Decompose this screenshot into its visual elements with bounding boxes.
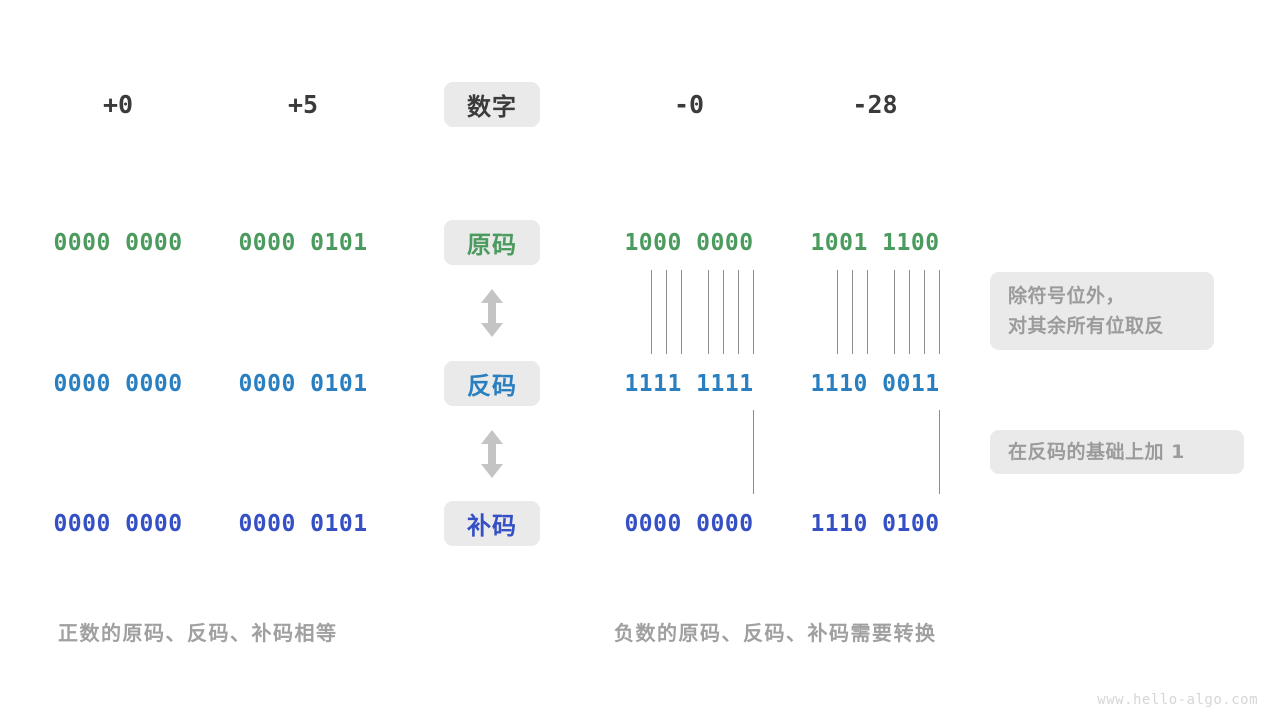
- connector-carry-tick: [753, 410, 754, 494]
- caption-negative: 负数的原码、反码、补码需要转换: [614, 621, 937, 645]
- row-label-number: 数字: [444, 82, 540, 127]
- connector-invert-tick: [753, 270, 754, 354]
- header-minus-zero: -0: [673, 89, 705, 119]
- note-invert-line-1: 除符号位外，: [1008, 285, 1126, 307]
- header-plus-five: +5: [287, 89, 319, 119]
- note-invert-line-2: 对其余所有位取反: [1008, 315, 1165, 337]
- cell-ones-complement-minus-zero: 1111 1111: [624, 371, 754, 397]
- site-watermark: www.hello-algo.com: [1097, 692, 1258, 708]
- arrow-ones-to-twos: [479, 430, 505, 478]
- connector-invert-tick: [681, 270, 682, 354]
- row-label-ones-complement: 反码: [444, 361, 540, 406]
- connector-invert-tick: [852, 270, 853, 354]
- connector-invert-tick: [837, 270, 838, 354]
- cell-sign-magnitude-plus-five: 0000 0101: [238, 230, 368, 256]
- connector-invert-tick: [723, 270, 724, 354]
- cell-ones-complement-plus-five: 0000 0101: [238, 371, 368, 397]
- note-add-one-line-1: 在反码的基础上加 1: [1008, 441, 1185, 463]
- caption-positive: 正数的原码、反码、补码相等: [58, 621, 338, 645]
- connector-invert-tick: [651, 270, 652, 354]
- connector-invert-tick: [894, 270, 895, 354]
- cell-twos-complement-plus-five: 0000 0101: [238, 511, 368, 537]
- cell-twos-complement-minus-28: 1110 0100: [810, 511, 940, 537]
- header-minus-28: -28: [852, 89, 898, 119]
- cell-ones-complement-minus-28: 1110 0011: [810, 371, 940, 397]
- cell-twos-complement-plus-zero: 0000 0000: [53, 511, 183, 537]
- note-invert-bits: 除符号位外， 对其余所有位取反: [990, 272, 1214, 350]
- connector-invert-tick: [924, 270, 925, 354]
- connector-invert-tick: [909, 270, 910, 354]
- cell-sign-magnitude-plus-zero: 0000 0000: [53, 230, 183, 256]
- connector-invert-tick: [708, 270, 709, 354]
- connector-invert-tick: [738, 270, 739, 354]
- connector-carry-tick: [939, 410, 940, 494]
- arrow-sign-to-ones: [479, 289, 505, 337]
- cell-twos-complement-minus-zero: 0000 0000: [624, 511, 754, 537]
- connector-invert-tick: [939, 270, 940, 354]
- header-plus-zero: +0: [102, 89, 134, 119]
- cell-ones-complement-plus-zero: 0000 0000: [53, 371, 183, 397]
- connector-invert-tick: [867, 270, 868, 354]
- cell-sign-magnitude-minus-28: 1001 1100: [810, 230, 940, 256]
- connector-invert-tick: [666, 270, 667, 354]
- cell-sign-magnitude-minus-zero: 1000 0000: [624, 230, 754, 256]
- row-label-twos-complement: 补码: [444, 501, 540, 546]
- note-add-one: 在反码的基础上加 1: [990, 430, 1244, 474]
- row-label-sign-magnitude: 原码: [444, 220, 540, 265]
